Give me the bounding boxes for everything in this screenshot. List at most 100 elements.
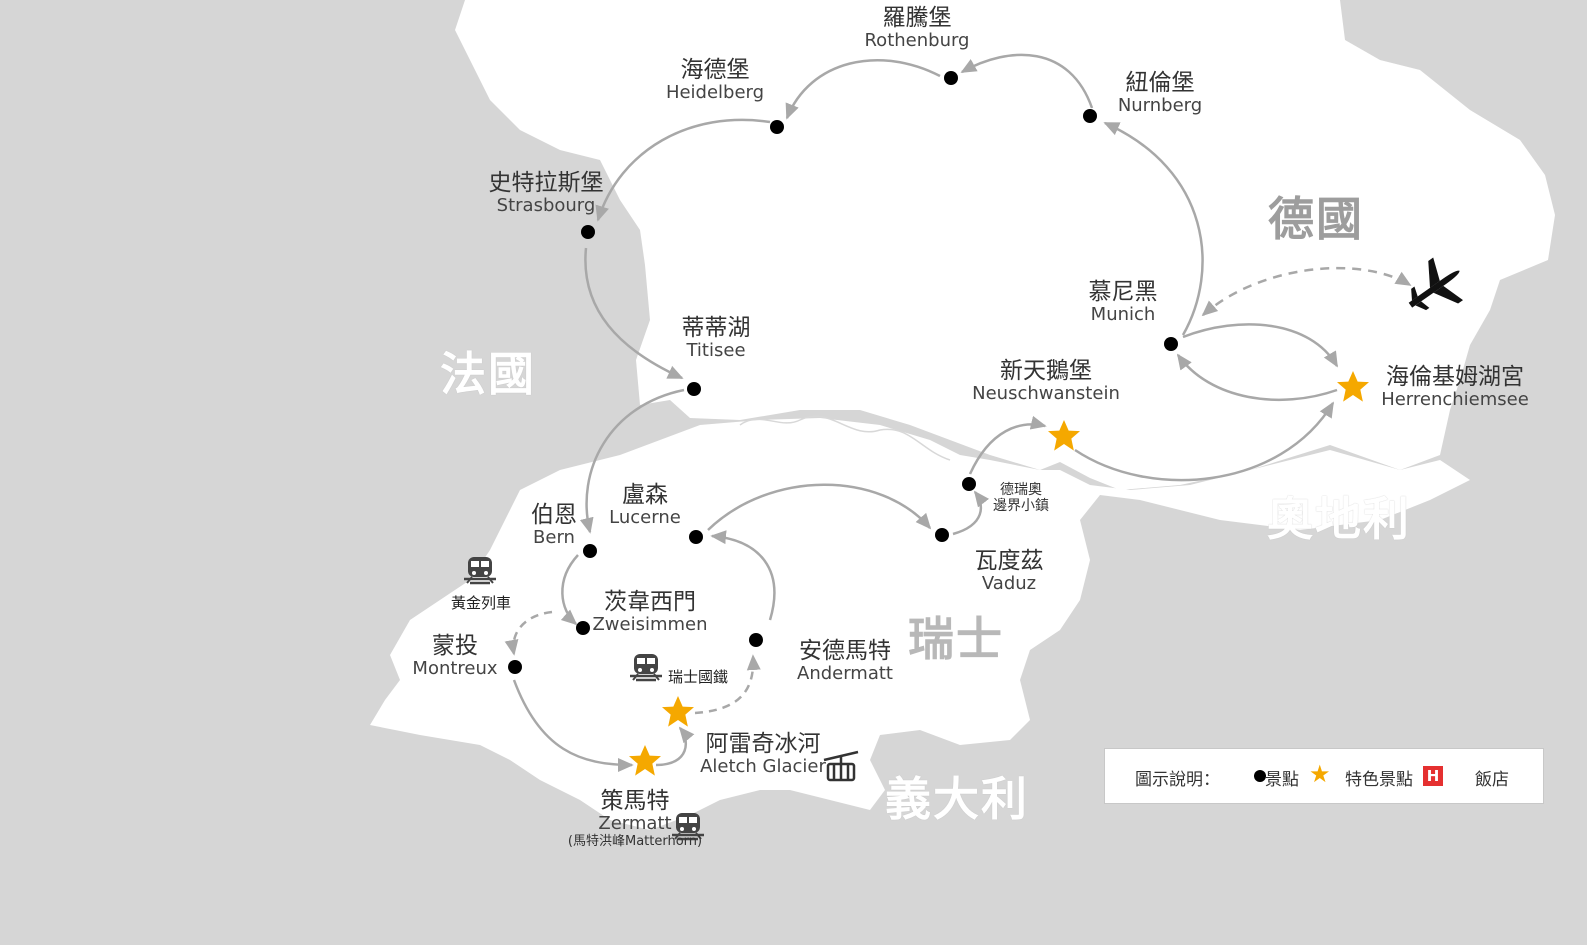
label-zh: 策馬特 [600,788,670,814]
label-en: Zermatt [598,813,672,835]
label-zh: 紐倫堡 [1125,70,1195,96]
train-icon [628,652,664,682]
label-en: Strasbourg [496,195,596,217]
label-en: Aletch Glacier [700,756,826,778]
label-line2: 邊界小鎮 [993,498,1049,515]
route-vaduz-border [952,490,990,536]
label-en: Rothenburg [864,30,970,52]
label-text: 黃金列車 [450,594,511,612]
dot-andermatt[interactable] [749,633,763,647]
dot-rothenburg[interactable] [944,71,958,85]
label-strasbourg: 史特拉斯堡 Strasbourg [478,170,614,217]
dot-lucerne[interactable] [689,530,703,544]
label-zweisimmen: 茨韋西門 Zweisimmen [592,589,708,636]
routes [504,53,1412,772]
label-en: Vaduz [981,573,1037,595]
route-rothenburg-heidelberg [785,58,941,120]
route-nurnberg-rothenburg [960,53,1094,109]
dot-zweisimmen[interactable] [576,621,590,635]
route-titisee-bern [579,388,685,534]
route-montreux-zermatt [512,679,634,772]
legend-feature: 特色景點 [1345,770,1413,790]
label-zh: 阿雷奇冰河 [705,731,821,757]
label-note: (馬特洪峰Matterhorn) [567,834,703,850]
label-border-town: 德瑞奧 邊界小鎮 [981,482,1061,514]
label-zh: 新天鵝堡 [1000,358,1092,384]
land [370,0,1555,830]
route-neuschwanstein-herrenchiemsee [1074,401,1335,482]
label-en: Neuschwanstein [972,383,1120,405]
label-herrenchiemsee: 海倫基姆湖宮 Herrenchiemsee [1374,364,1536,411]
country-germany: 德國 [1268,192,1364,246]
label-nurnberg: 紐倫堡 Nurnberg [1108,70,1212,117]
dot-vaduz[interactable] [935,528,949,542]
label-en: Lucerne [609,507,681,529]
route-heidelberg-strasbourg [595,118,771,222]
dot-border-town[interactable] [962,477,976,491]
label-en: Montreux [412,658,498,680]
switzerland-land [370,418,1470,830]
route-lucerne-vaduz [707,483,932,531]
spots [508,71,1178,674]
label-en: Titisee [686,340,746,362]
germany-land [455,0,1555,490]
label-titisee: 蒂蒂湖 Titisee [668,315,764,362]
label-andermatt: 安德馬特 Andermatt [788,638,902,685]
route-border-neuschwanstein [968,415,1047,475]
dot-bern[interactable] [583,544,597,558]
label-line1: 德瑞奧 [1000,482,1042,498]
label-zh: 伯恩 [531,502,577,528]
country-austria: 奧地利 [1267,492,1411,546]
train-icon [462,555,498,585]
label-heidelberg: 海德堡 Heidelberg [660,57,770,104]
route-zermatt-aletsch [655,726,695,767]
label-en: Nurnberg [1117,95,1203,117]
route-strasbourg-titisee [584,247,684,380]
label-zh: 史特拉斯堡 [488,170,604,196]
label-zh: 蒙投 [432,633,478,659]
label-montreux: 蒙投 Montreux [407,633,503,680]
airplane-icon [1408,257,1464,311]
label-golden-pass: 黃金列車 [436,594,526,612]
route-andermatt-lucerne [710,530,776,621]
country-france: 法國 [440,347,536,401]
label-zermatt: 策馬特 Zermatt (馬特洪峰Matterhorn) [560,788,710,850]
label-bern: 伯恩 Bern [520,502,588,549]
label-aletsch: 阿雷奇冰河 Aletch Glacier [698,731,828,778]
route-munich-herrenchiemsee [1182,323,1339,368]
label-zh: 慕尼黑 [1088,279,1158,305]
country-switzerland: 瑞士 [908,612,1004,666]
label-en: Munich [1090,304,1156,326]
route-munich-airport [1201,266,1412,317]
label-en: Herrenchiemsee [1381,389,1529,411]
dot-nurnberg[interactable] [1083,109,1097,123]
dot-munich[interactable] [1164,337,1178,351]
label-zh: 瓦度茲 [974,548,1044,574]
dot-heidelberg[interactable] [770,120,784,134]
country-italy: 義大利 [885,772,1029,826]
legend-hotel-icon: H [1423,766,1443,786]
border-line [739,415,951,461]
label-zh: 羅騰堡 [882,5,952,31]
label-zh: 海倫基姆湖宮 [1386,364,1524,390]
route-munich-nurnberg [1103,121,1204,336]
cable-car-icon [823,750,859,782]
dot-titisee[interactable] [687,382,701,396]
legend-title: 圖示說明： [1135,770,1220,790]
label-en: Heidelberg [665,82,765,104]
label-munich: 慕尼黑 Munich [1076,279,1170,326]
label-en: Zweisimmen [592,614,708,636]
label-zh: 茨韋西門 [604,589,696,615]
dot-strasbourg[interactable] [581,225,595,239]
legend-spot: 景點 [1265,770,1299,790]
label-zh: 盧森 [622,482,668,508]
label-sbb: 瑞士國鐵 [660,668,736,686]
label-zh: 安德馬特 [799,638,891,664]
legend-star-icon: ★ [1309,760,1331,788]
legend-dot-icon [1254,770,1266,782]
legend: 圖示說明： 景點 ★ 特色景點 H 飯店 [1104,748,1544,804]
label-neuschwanstein: 新天鵝堡 Neuschwanstein [970,358,1122,405]
dot-montreux[interactable] [508,660,522,674]
label-en: Andermatt [797,663,893,685]
